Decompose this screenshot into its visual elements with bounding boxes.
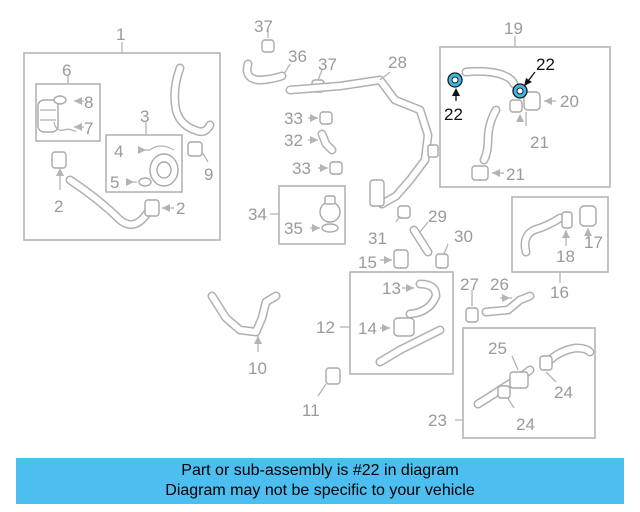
callout-6: 6 — [62, 61, 71, 80]
callout-28: 28 — [388, 53, 407, 72]
group-box-34 — [278, 185, 346, 245]
callout-27: 27 — [460, 275, 479, 294]
callout-24b: 24 — [516, 415, 535, 434]
callout-21a: 21 — [530, 133, 549, 152]
banner-line-2: Diagram may not be specific to your vehi… — [165, 482, 475, 499]
callout-33a: 33 — [284, 109, 303, 128]
callout-36: 36 — [288, 47, 307, 66]
callout-34: 34 — [248, 205, 267, 224]
callout-15: 15 — [358, 253, 377, 272]
callout-25: 25 — [488, 339, 507, 358]
group-box-12 — [349, 271, 454, 375]
callout-17: 17 — [584, 233, 603, 252]
callout-5: 5 — [110, 173, 119, 192]
part-6-hose-end — [37, 99, 59, 133]
callout-30: 30 — [454, 227, 473, 246]
callout-9: 9 — [204, 165, 213, 184]
info-banner: Part or sub-assembly is #22 in diagram D… — [16, 458, 624, 504]
callout-19: 19 — [504, 19, 523, 38]
callout-14: 14 — [358, 319, 377, 338]
callout-3: 3 — [140, 107, 149, 126]
callout-2a: 2 — [54, 197, 63, 216]
callout-10: 10 — [248, 359, 267, 378]
callout-22a: 22 — [444, 105, 463, 124]
callout-8: 8 — [84, 93, 93, 112]
part-22-clamp-right — [512, 83, 528, 99]
callout-2b: 2 — [176, 199, 185, 218]
group-box-19 — [439, 46, 611, 188]
callout-37b: 37 — [318, 55, 337, 74]
callout-26: 26 — [490, 275, 509, 294]
callout-11: 11 — [302, 401, 320, 420]
callout-21b: 21 — [506, 165, 525, 184]
callout-33b: 33 — [292, 159, 311, 178]
callout-23: 23 — [428, 411, 447, 430]
callout-32: 32 — [284, 131, 303, 150]
callout-18: 18 — [556, 247, 575, 266]
parts-diagram: 1 6 8 7 3 4 5 9 2 2 37 36 37 28 33 32 33… — [23, 17, 611, 439]
callout-24a: 24 — [554, 383, 573, 402]
callout-7: 7 — [84, 119, 93, 138]
part-22-clamp-left — [447, 72, 463, 88]
callout-31: 31 — [368, 229, 387, 248]
callout-35: 35 — [284, 219, 303, 238]
callout-16: 16 — [550, 283, 569, 302]
callout-13: 13 — [382, 279, 401, 298]
callout-12: 12 — [316, 318, 335, 337]
callout-4: 4 — [114, 142, 123, 161]
part-3-thermostat — [149, 145, 179, 187]
callout-22b: 22 — [536, 55, 555, 74]
group-box-23 — [462, 327, 596, 439]
callout-37a: 37 — [254, 17, 273, 36]
callout-20: 20 — [560, 92, 579, 111]
callout-29: 29 — [428, 207, 447, 226]
callout-1: 1 — [116, 25, 125, 44]
banner-line-1: Part or sub-assembly is #22 in diagram — [181, 462, 459, 479]
group-box-3 — [105, 134, 183, 193]
